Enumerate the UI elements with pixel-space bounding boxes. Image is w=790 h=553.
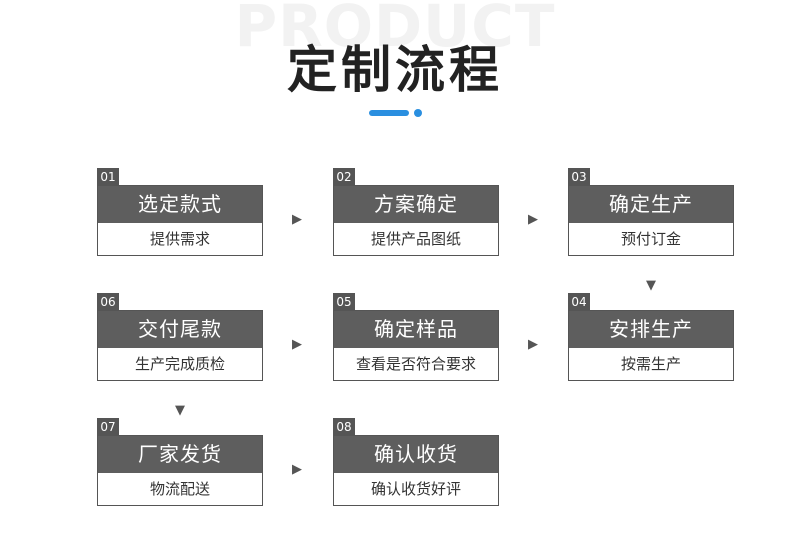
title-underline-bar <box>369 110 409 116</box>
background-watermark-text: PRODUCT <box>234 0 556 60</box>
arrow-right-icon: ▶ <box>528 337 538 352</box>
step-description: 按需生产 <box>620 355 681 373</box>
arrow-right-icon: ▶ <box>292 462 302 477</box>
step-card: 确定生产 预付订金 <box>568 185 734 256</box>
step-title: 选定款式 <box>98 186 262 223</box>
step-number-badge: 07 <box>97 418 119 436</box>
step-card: 确认收货 确认收货好评 <box>333 435 499 506</box>
step-title: 交付尾款 <box>98 311 262 348</box>
step-02: 02 方案确定 提供产品图纸 <box>333 168 499 256</box>
step-04: 04 安排生产 按需生产 <box>568 293 734 381</box>
step-title: 确认收货 <box>334 436 498 473</box>
step-description: 生产完成质检 <box>134 355 225 373</box>
step-description: 物流配送 <box>149 480 210 498</box>
step-description: 预付订金 <box>620 230 681 248</box>
step-05: 05 确定样品 查看是否符合要求 <box>333 293 499 381</box>
arrow-right-icon: ▶ <box>292 337 302 352</box>
step-description: 确认收货好评 <box>370 480 461 498</box>
title-underline-dot <box>414 109 422 117</box>
step-card: 选定款式 提供需求 <box>97 185 263 256</box>
step-card: 安排生产 按需生产 <box>568 310 734 381</box>
step-description: 查看是否符合要求 <box>355 355 476 373</box>
step-03: 03 确定生产 预付订金 <box>568 168 734 256</box>
step-06: 06 交付尾款 生产完成质检 <box>97 293 263 381</box>
step-number-badge: 04 <box>568 293 590 311</box>
step-description: 提供产品图纸 <box>370 230 461 248</box>
step-01: 01 选定款式 提供需求 <box>97 168 263 256</box>
step-title: 安排生产 <box>569 311 733 348</box>
step-description: 提供需求 <box>149 230 210 248</box>
step-number-badge: 02 <box>333 168 355 186</box>
step-title: 方案确定 <box>334 186 498 223</box>
arrow-down-icon: ▼ <box>646 278 656 293</box>
arrow-right-icon: ▶ <box>528 212 538 227</box>
step-title: 确定生产 <box>569 186 733 223</box>
step-07: 07 厂家发货 物流配送 <box>97 418 263 506</box>
step-number-badge: 03 <box>568 168 590 186</box>
arrow-right-icon: ▶ <box>292 212 302 227</box>
step-card: 厂家发货 物流配送 <box>97 435 263 506</box>
arrow-down-icon: ▼ <box>175 403 185 418</box>
step-08: 08 确认收货 确认收货好评 <box>333 418 499 506</box>
page-title: 定制流程 <box>287 41 503 99</box>
step-number-badge: 06 <box>97 293 119 311</box>
step-title: 确定样品 <box>334 311 498 348</box>
step-title: 厂家发货 <box>98 436 262 473</box>
step-card: 确定样品 查看是否符合要求 <box>333 310 499 381</box>
step-number-badge: 01 <box>97 168 119 186</box>
step-card: 交付尾款 生产完成质检 <box>97 310 263 381</box>
step-number-badge: 05 <box>333 293 355 311</box>
step-card: 方案确定 提供产品图纸 <box>333 185 499 256</box>
step-number-badge: 08 <box>333 418 355 436</box>
